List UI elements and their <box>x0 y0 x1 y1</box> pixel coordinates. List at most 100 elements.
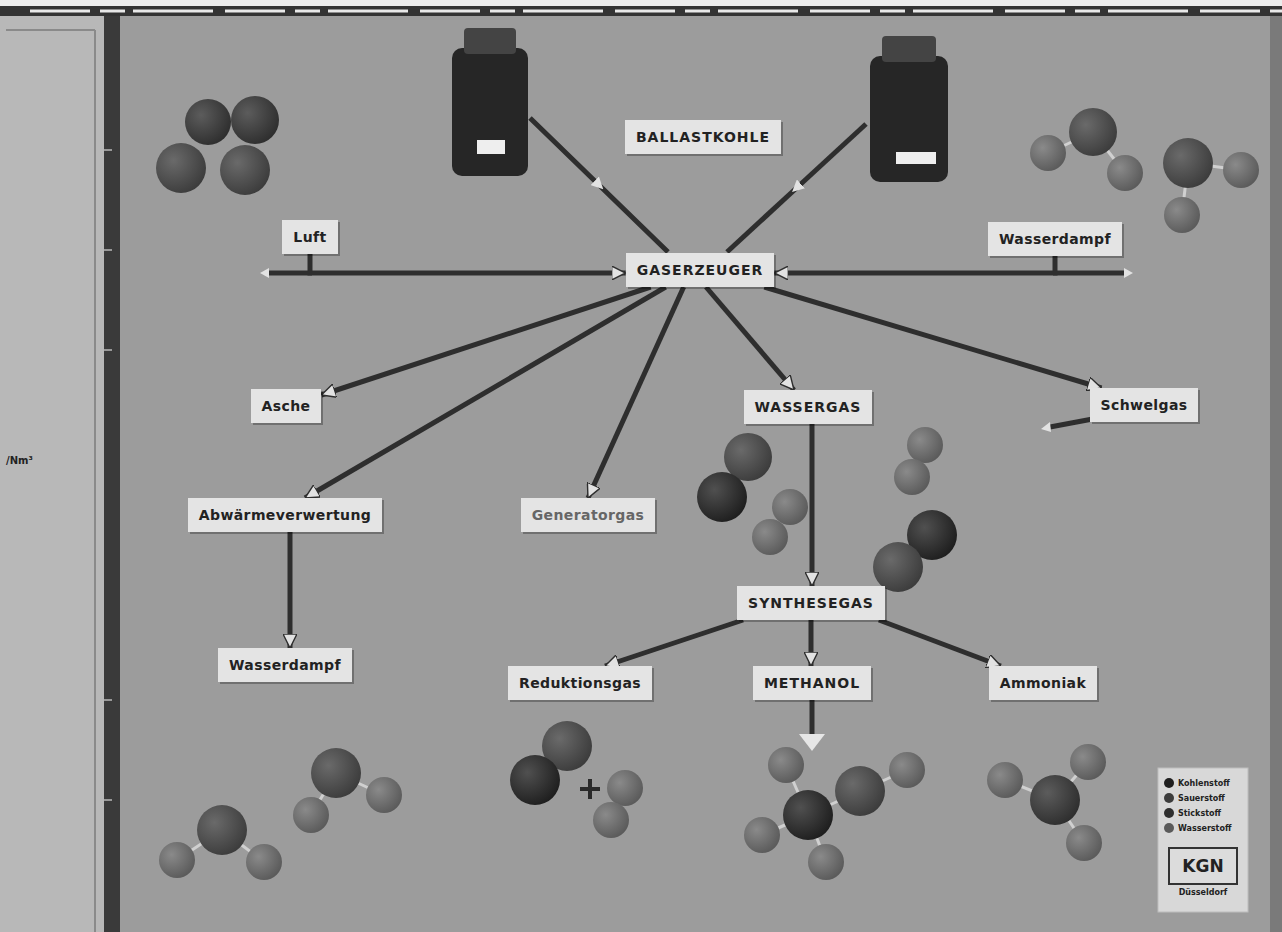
atom <box>835 766 885 816</box>
output-box: Schwelgas <box>1090 388 1199 422</box>
feed-stub <box>1053 271 1126 276</box>
atom <box>1164 197 1200 233</box>
box-label: Abwärmeverwertung <box>199 506 372 524</box>
atom <box>311 748 361 798</box>
legend-text: Wasserstoff <box>1178 824 1231 833</box>
box-label: BALLASTKOHLE <box>636 128 770 146</box>
atom <box>1030 135 1066 171</box>
legend-entry: Sauerstoff <box>1164 793 1225 803</box>
flow-arrow <box>764 287 1101 388</box>
legend-text: Stickstoff <box>1178 809 1221 818</box>
atom <box>293 797 329 833</box>
atom <box>744 817 780 853</box>
atom <box>246 844 282 880</box>
input-box: Luft <box>282 220 337 254</box>
board <box>120 16 1270 932</box>
legend-text: Sauerstoff <box>1178 794 1225 803</box>
coal-jar <box>452 48 528 176</box>
logo-box: KGN Düsseldorf <box>1168 847 1237 898</box>
box-label: Schwelgas <box>1101 396 1188 414</box>
atom <box>1163 138 1213 188</box>
atom <box>185 99 231 145</box>
box-label: Düsseldorf <box>1168 888 1237 898</box>
arrow-tip <box>1124 268 1133 278</box>
atom <box>1070 744 1106 780</box>
legend-entry: Wasserstoff <box>1164 823 1231 833</box>
atom <box>1066 825 1102 861</box>
atom <box>907 427 943 463</box>
box-label: GASERZEUGER <box>637 261 764 279</box>
side-panel <box>0 16 104 932</box>
flow-arrow <box>288 532 293 648</box>
panel-line <box>94 30 96 932</box>
flow-arrow <box>774 256 1055 273</box>
atom <box>1107 155 1143 191</box>
tick <box>104 249 112 251</box>
flow-arrow <box>310 254 626 273</box>
atom <box>607 770 643 806</box>
atom <box>772 489 808 525</box>
atom <box>1069 108 1117 156</box>
jar-tag <box>477 140 505 154</box>
coal-jar <box>870 56 948 182</box>
flow-arrow <box>809 424 814 586</box>
legend-panel <box>1158 768 1248 912</box>
product-box: SYNTHESEGAS <box>737 586 885 620</box>
output-box: Wasserdampf <box>218 648 352 682</box>
box-label: WASSERGAS <box>755 398 862 416</box>
flow-arrow <box>605 620 743 666</box>
board-edge <box>1270 16 1282 932</box>
box-label: Reduktionsgas <box>519 674 641 692</box>
product-arrow <box>810 700 815 736</box>
box-label: KGN <box>1168 847 1237 885</box>
box-label: Generatorgas <box>532 506 645 524</box>
box-label: Ammoniak <box>1000 674 1086 692</box>
legend-entry: Kohlenstoff <box>1164 778 1230 788</box>
atom <box>889 752 925 788</box>
feed-stub <box>266 271 312 276</box>
box-label: METHANOL <box>764 674 860 692</box>
flow-arrow <box>879 620 1001 666</box>
jar-lid <box>882 36 936 62</box>
atom <box>783 790 833 840</box>
tick <box>104 699 112 701</box>
atom <box>231 96 279 144</box>
output-box: Abwärmeverwertung <box>188 498 383 532</box>
atom <box>510 755 560 805</box>
board-edge <box>104 16 120 932</box>
atom <box>697 472 747 522</box>
atom <box>1030 775 1080 825</box>
jar-tag <box>896 152 936 164</box>
arrow-tip <box>1041 422 1051 432</box>
atom <box>768 747 804 783</box>
unit-label: /Nm³ <box>6 455 33 466</box>
atom <box>159 842 195 878</box>
arrow-tip <box>260 268 269 278</box>
atom <box>1223 152 1259 188</box>
atom <box>894 459 930 495</box>
legend-swatch <box>1164 778 1174 788</box>
box-label: Luft <box>293 228 326 246</box>
tick <box>104 349 112 351</box>
atom <box>156 143 206 193</box>
input-box: Wasserdampf <box>988 222 1122 256</box>
strip-dashes <box>30 10 1282 13</box>
atom <box>220 145 270 195</box>
product-box: Ammoniak <box>989 666 1097 700</box>
box-label: Wasserdampf <box>229 656 341 674</box>
legend-swatch <box>1164 823 1174 833</box>
arrow-tip <box>799 734 825 751</box>
atom <box>873 542 923 592</box>
product-box: METHANOL <box>753 666 871 700</box>
legend-swatch <box>1164 793 1174 803</box>
atom <box>197 805 247 855</box>
output-box: Asche <box>251 389 322 423</box>
atom <box>808 844 844 880</box>
legend-text: Kohlenstoff <box>1178 779 1230 788</box>
plus-sign <box>588 779 592 799</box>
atom <box>366 777 402 813</box>
legend-entry: Stickstoff <box>1164 808 1221 818</box>
box-label: Asche <box>262 397 311 415</box>
box-label: SYNTHESEGAS <box>748 594 874 612</box>
